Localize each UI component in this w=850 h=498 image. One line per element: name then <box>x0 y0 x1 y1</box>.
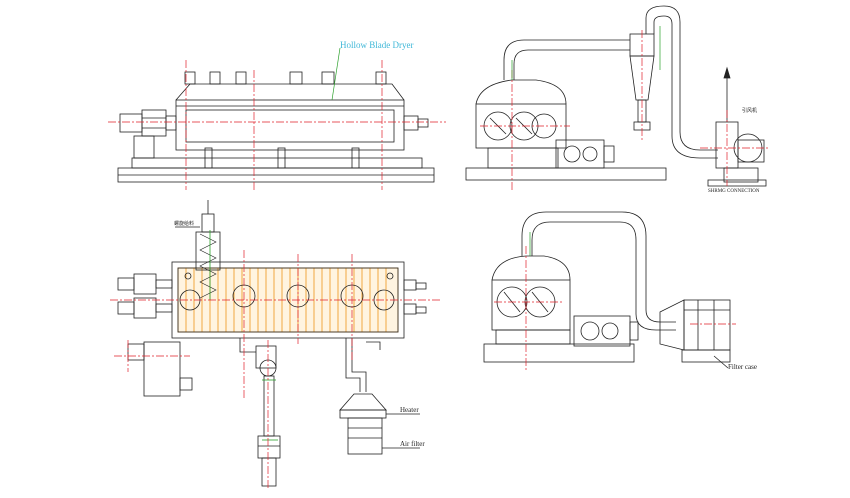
filter-case-label: Filter case <box>728 363 757 371</box>
fan-label: 引风机 <box>742 109 758 114</box>
front-elevation-view <box>108 47 446 190</box>
agitator-label: 螺旋给料 <box>174 222 195 227</box>
connection-note: SHRMG CONNECTION <box>708 189 760 194</box>
drawing-title: Hollow Blade Dryer <box>340 40 414 50</box>
plan-view <box>110 200 440 490</box>
side-view-cyclone <box>465 5 770 190</box>
air-filter-label: Air filter <box>400 440 425 448</box>
heater-label: Heater <box>400 406 419 414</box>
side-view-filter <box>483 211 736 372</box>
